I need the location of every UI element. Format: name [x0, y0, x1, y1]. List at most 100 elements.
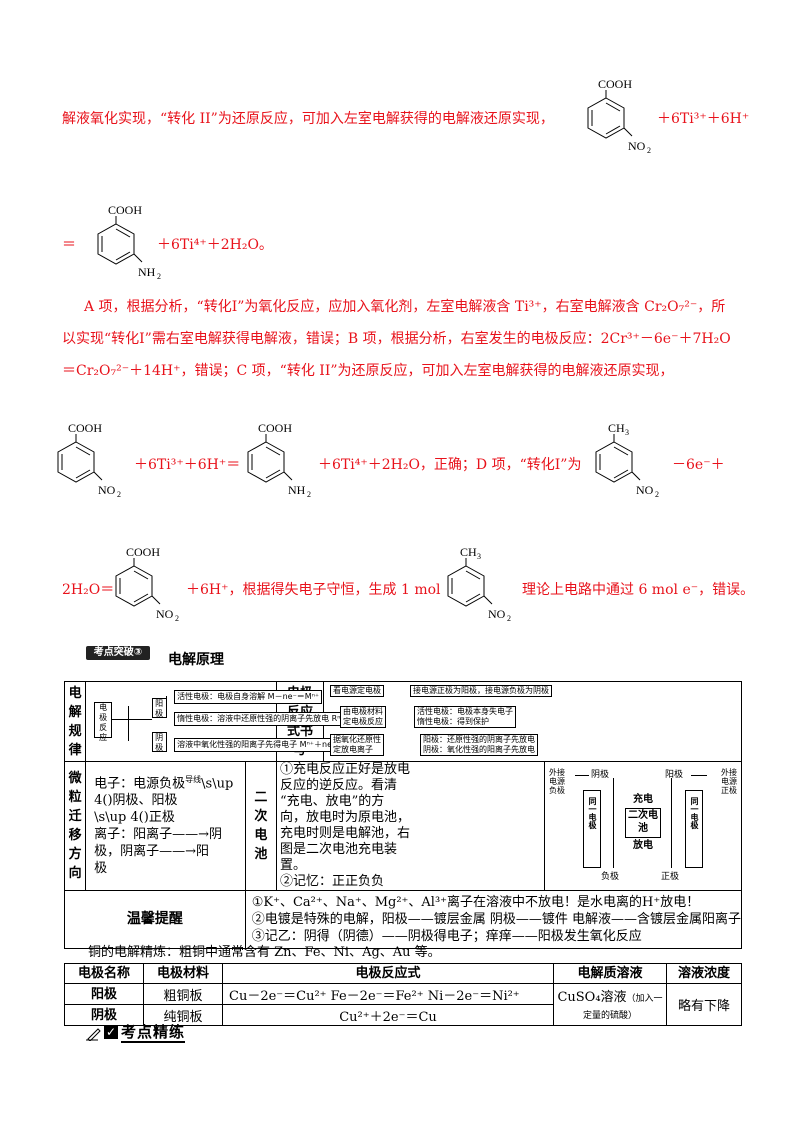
text-line-1: 解液氧化实现，“转化 II”为还原反应，可加入左室电解获得的电解液还原实现，: [62, 109, 554, 129]
rule-label-char: 律: [68, 742, 82, 758]
micro-electron-2: \s\up 4()阴极、阳极: [94, 776, 234, 809]
diagram-pos: 正极: [660, 872, 679, 882]
rule-label-char: 解: [68, 704, 82, 720]
d-same-left: 同一电极: [587, 797, 597, 829]
second-text-line: 图是二次电池充电装: [279, 842, 397, 857]
second-label-cell: 二 次 电 池: [244, 761, 277, 891]
micro-label-char: 粒: [68, 790, 82, 805]
t2-anode-reaction: Cu－2e⁻＝Cu²⁺ Fe－2e⁻＝Fe²⁺ Ni－2e⁻＝Ni²⁺: [222, 983, 554, 1005]
second-label-char: 二: [254, 790, 268, 805]
tip-label: 温馨提醒: [64, 890, 246, 949]
mol-cooh: COOH: [108, 203, 142, 217]
second-text-line: “充电、放电”的方: [279, 794, 385, 809]
t2-header: 溶液浓度: [666, 963, 742, 984]
tip-line: ①K⁺、Ca²⁺、Na⁺、Mg²⁺、Al³⁺离子在溶液中不放电！是水电离的H⁺放…: [251, 895, 700, 910]
second-text-line: 反应的逆反应。看清: [279, 778, 397, 793]
line3-b: ＋6Ti⁴⁺＋2H₂O，正确；D 项，“转化Ⅰ”为: [318, 457, 582, 473]
second-text-cell: ①充电反应正好是放电 反应的逆反应。看清 “充电、放电”的方 向，放电时为原电池…: [275, 761, 545, 891]
write-item-inert: 惰性电极：得到保护: [416, 717, 489, 726]
tip-line: ③记乙：阴得（阴德）——阴极得电子；痒痒——阳极发生氧化反应: [251, 929, 642, 944]
t2-header: 电解质溶液: [553, 963, 667, 984]
para-line-1: A 项，根据分析，“转化Ⅰ”为氧化反应，应加入氧化剂，左室电解液含 Ti³⁺，右…: [84, 299, 726, 315]
diagram-left-label: 外接电源负极: [549, 768, 565, 795]
d-same-right: 同一电极: [689, 797, 699, 829]
micro-ion-2: 极: [94, 861, 108, 877]
nitrotoluene-structure-1: CH 3 NO 2: [580, 420, 670, 502]
nitrobenzoic-acid-structure-2: COOH NO 2: [42, 420, 132, 502]
write-item-redox-1: 据氧化还原性: [332, 735, 381, 744]
write-item-source-detail: 接电源正极为阳极，接电源负极为阴极: [409, 685, 552, 697]
micro-label-char: 移: [68, 828, 82, 843]
rule-label-char: 规: [68, 723, 82, 739]
mol-cooh: COOH: [598, 77, 632, 91]
write-label-char: 式书: [286, 723, 313, 739]
second-label-char: 次: [254, 809, 268, 824]
aminobenzoic-acid-structure-2: COOH NH 2: [232, 420, 322, 502]
mol-no2: NO: [98, 483, 116, 497]
mol-no2-sub: 2: [117, 490, 121, 499]
write-content-cell: 看电源定电极 接电源正极为阳极，接电源负极为阴极 由电极材料定电极反应 活性电极…: [322, 681, 743, 762]
write-item-cathode: 阴极：氧化性强的阳离子先放电: [422, 745, 535, 754]
mol-no2-sub: 2: [655, 490, 659, 499]
micro-label-char: 迁: [68, 809, 82, 824]
line2-tail: ＋6Ti⁴⁺＋2H₂O。: [157, 237, 273, 253]
para-line-3: ＝Cr₂O₇²⁻＋14H⁺，错误；C 项，“转化 II”为还原反应，可加入左室电…: [62, 363, 674, 379]
t2-electrolyte: CuSO₄溶液（加入一定量的硫酸）: [553, 983, 667, 1026]
mol-no2: NO: [628, 139, 646, 153]
micro-content-cell: 电子：电源负极导线\s\up 4()阴极、阳极 \s\up 4()正极 离子：阳…: [85, 761, 246, 891]
diagram-charge: 充电: [632, 794, 653, 805]
write-item-redox-detail: 阳极：还原性强的阴离子先放电阴极：氧化性强的阳离子先放电: [419, 734, 538, 756]
diagram-same-right: 同一电极: [684, 790, 703, 868]
micro-electron-3: \s\up 4()正极: [94, 810, 175, 826]
nitrobenzoic-acid-structure-3: COOH NO 2: [100, 544, 190, 626]
diagram-yin: 阴极: [590, 770, 609, 780]
line4-a: 2H₂O＝: [62, 582, 115, 598]
electrolysis-principle-table: 电 解 规 律 电极反应 阳极 阴极 活性电极：电极自身溶解 M－ne⁻＝Mⁿ⁺…: [63, 681, 743, 949]
t2-header: 电极反应式: [222, 963, 554, 984]
t2-cathode-reaction: Cu²⁺＋2e⁻＝Cu: [222, 1004, 554, 1026]
write-item-redox: 据氧化还原性定放电离子: [329, 734, 384, 756]
section-title: 电解原理: [168, 652, 224, 668]
d-rt: 外接: [721, 768, 737, 777]
electrode-reaction-box: 电极反应: [94, 702, 113, 742]
d-rb: 正极: [721, 786, 737, 795]
write-item-material-1: 由电极材料: [342, 707, 383, 716]
micro-ion: 离子：阳离子——→阴极，阴离子——→阳: [94, 827, 223, 860]
second-text-line: 向，放电时为原电池，: [279, 810, 410, 825]
write-item-anode: 阳极：还原性强的阴离子先放电: [422, 735, 535, 744]
t2-anode-name: 阳极: [64, 983, 144, 1005]
t2-header: 电极名称: [64, 963, 144, 984]
write-item-active: 活性电极：电极本身失电子: [416, 707, 513, 716]
diagram-right-label: 外接电源正极: [721, 768, 737, 795]
line1-tail: ＋6Ti³⁺＋6H⁺: [657, 111, 750, 127]
line3-a: ＋6Ti³⁺＋6H⁺＝: [134, 457, 241, 473]
write-item-redox-2: 定放电离子: [332, 745, 373, 754]
line4-b: ＋6H⁺，根据得失电子守恒，生成 1 mol: [186, 582, 441, 598]
t2-anode-material: 粗铜板: [143, 983, 223, 1005]
t2-header: 电极材料: [143, 963, 223, 984]
mol-cooh: COOH: [258, 421, 292, 435]
mol-nh2: NH: [138, 265, 156, 279]
mol-cooh: COOH: [126, 545, 160, 559]
second-text-line: ①充电反应正好是放电: [279, 762, 410, 777]
second-label-char: 电: [254, 828, 268, 843]
second-text-line: 充电时则是电解池，右: [279, 826, 410, 841]
rule-label-cell: 电 解 规 律: [63, 681, 87, 762]
line3-c: －6e⁻＋: [672, 457, 725, 473]
tip-content-cell: ①K⁺、Ca²⁺、Na⁺、Mg²⁺、Al³⁺离子在溶液中不放电！是水电离的H⁺放…: [244, 890, 743, 949]
d-lb: 负极: [548, 786, 565, 795]
second-text-line: ②记忆：正正负负: [279, 874, 384, 889]
second-diagram-cell: 外接电源负极 外接电源正极 阴极 阳极 同一电极 同一电极 充电 二次电池 放电…: [543, 761, 743, 891]
micro-electron: 电子：电源负极: [94, 776, 186, 792]
micro-electron-line-2: \s\up 4()正极: [94, 809, 245, 826]
mol-ch3: CH: [460, 545, 477, 559]
para-line-2: 以实现“转化Ⅰ”需右室电解获得电解液，错误；B 项，根据分析，右室发生的电极反应…: [62, 331, 731, 347]
micro-label-cell: 微 粒 迁 移 方 向: [63, 761, 87, 891]
copper-refining-table: 电极名称 电极材料 电极反应式 电解质溶液 溶液浓度 阳极 粗铜板 Cu－2e⁻…: [64, 963, 742, 1026]
line2-eq: ＝: [62, 237, 76, 253]
micro-label-char: 向: [68, 866, 82, 881]
t2-cathode-material: 纯铜板: [143, 1004, 223, 1026]
mol-no2: NO: [488, 607, 506, 621]
d-rm: 电源: [721, 777, 737, 786]
mol-no2-sub: 2: [175, 614, 179, 623]
